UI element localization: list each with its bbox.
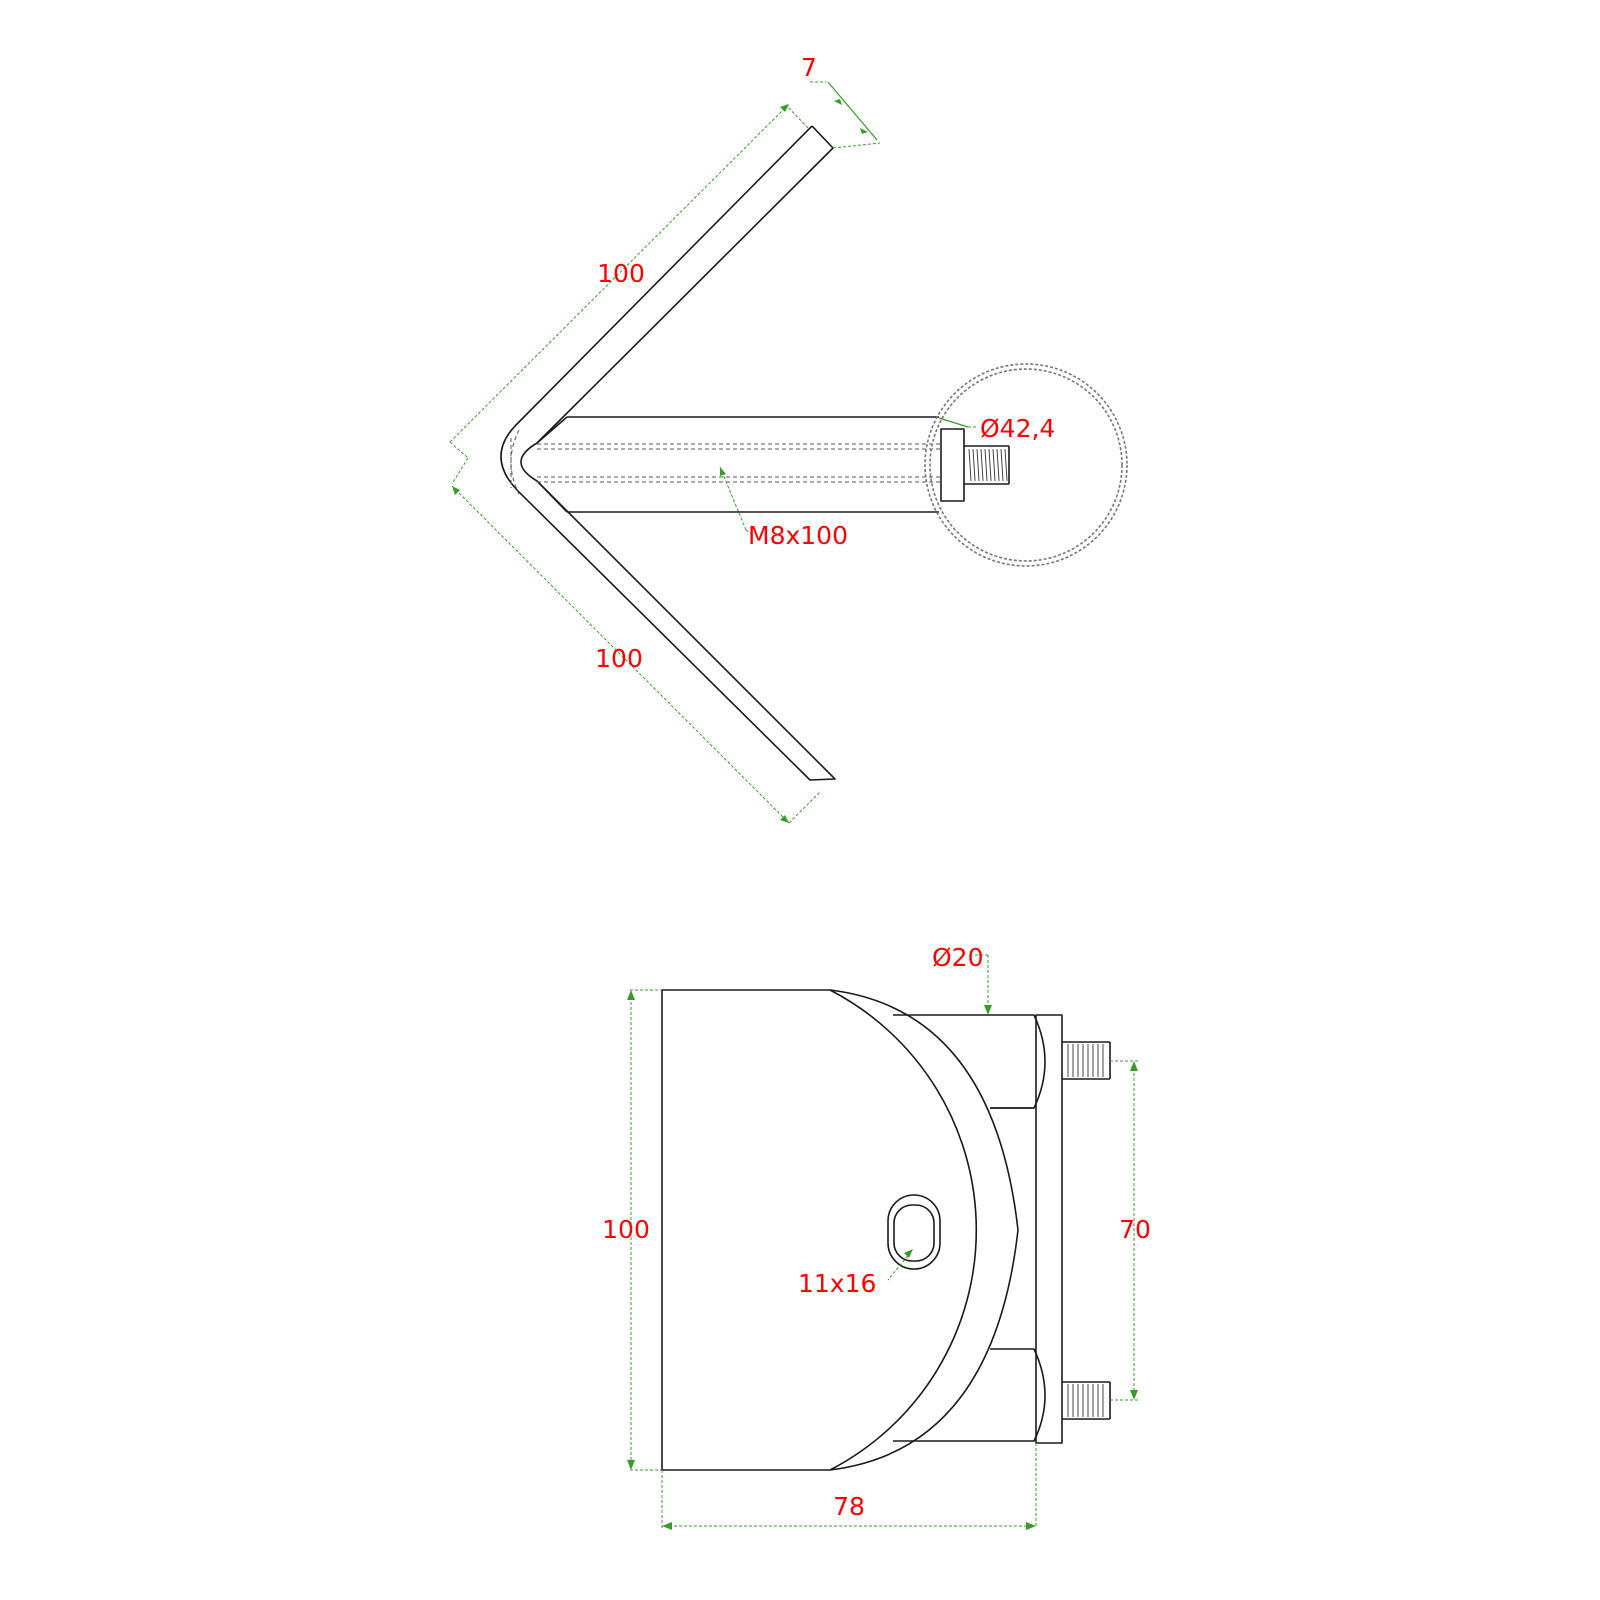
bolt-lower [1062, 1381, 1111, 1420]
bent-plate [500, 125, 836, 781]
dim-bolt-spacing [1110, 1060, 1138, 1401]
front-view: Ø20 100 78 70 11x16 [602, 943, 1151, 1530]
label-width: 78 [833, 1492, 865, 1521]
dim-width [661, 1443, 1037, 1530]
bolt-hidden-shank [537, 443, 941, 483]
mount-plate [1035, 1014, 1063, 1444]
bolt-nut [940, 428, 965, 502]
label-bolt-spacing: 70 [1119, 1215, 1151, 1244]
bolt-upper [1062, 1041, 1111, 1080]
bracket-plate [661, 989, 1019, 1471]
leader-tube [975, 954, 992, 1015]
slot-hole [887, 1194, 941, 1270]
label-thickness: 7 [801, 53, 817, 82]
leader-bolt [719, 466, 755, 537]
label-tube-diameter: Ø42,4 [980, 414, 1055, 443]
spacer-tube [536, 416, 939, 513]
dim-thickness [785, 81, 881, 149]
label-arm-upper: 100 [597, 259, 645, 288]
label-height: 100 [602, 1215, 650, 1244]
dim-arm-lower [451, 485, 822, 824]
spacer-tubes [893, 1014, 1046, 1442]
label-slot: 11x16 [798, 1269, 876, 1298]
label-bolt: M8x100 [748, 521, 848, 550]
leader-tube-diameter [938, 417, 978, 428]
dim-arm-upper [449, 103, 790, 485]
round-post [924, 363, 1128, 567]
top-view: 7 100 100 Ø42,4 M8x100 [449, 53, 1128, 824]
label-arm-lower: 100 [595, 644, 643, 673]
leader-slot [887, 1249, 913, 1281]
dim-height [627, 989, 662, 1471]
bolt-thread [964, 445, 1010, 485]
label-tube: Ø20 [932, 943, 984, 972]
